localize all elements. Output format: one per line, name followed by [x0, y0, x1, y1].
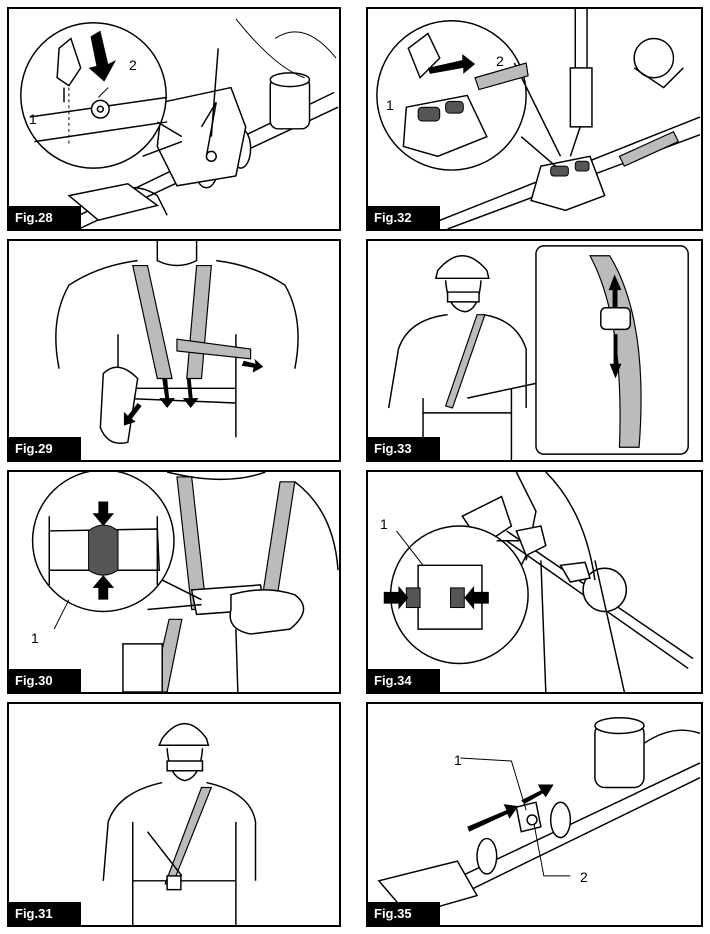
harness-icon [55, 241, 299, 444]
trimmer-icon [383, 472, 694, 692]
figure-label: Fig.32 [368, 206, 440, 229]
figure-label: Fig.29 [9, 437, 81, 460]
buckle-icon [31, 472, 339, 692]
callout-1: 1 [386, 97, 394, 113]
figure-panel-28: 1 2 Fig.28 [7, 7, 341, 231]
figure-label: Fig.28 [9, 206, 81, 229]
trimmer-icon [377, 717, 701, 925]
callout-1: 1 [380, 516, 388, 532]
figure-panel-33: Fig.33 [366, 239, 703, 462]
figure-panel-30: 1 Fig.30 [7, 470, 341, 694]
figure-panel-32: 1 2 Fig.32 [366, 7, 703, 231]
figure-label: Fig.31 [9, 902, 81, 925]
figure-label: Fig.34 [368, 669, 440, 692]
callout-2: 2 [580, 869, 588, 885]
harness-icon [102, 722, 257, 925]
figure-label: Fig.33 [368, 437, 440, 460]
figure-panel-34: 1 Fig.34 [366, 470, 703, 694]
figure-label: Fig.35 [368, 902, 440, 925]
figure-panel-31: Fig.31 [7, 702, 341, 927]
callout-1: 1 [31, 630, 39, 646]
figure-label: Fig.30 [9, 669, 81, 692]
callout-2: 2 [129, 57, 137, 73]
strap-adjuster-icon [387, 245, 689, 460]
callout-1: 1 [29, 111, 37, 127]
figure-panel-35: 1 2 Fig.35 [366, 702, 703, 927]
harness-icon [376, 9, 701, 229]
callout-2: 2 [496, 53, 504, 69]
hook-icon [20, 18, 339, 229]
figure-panel-29: Fig.29 [7, 239, 341, 462]
callout-1: 1 [454, 752, 462, 768]
